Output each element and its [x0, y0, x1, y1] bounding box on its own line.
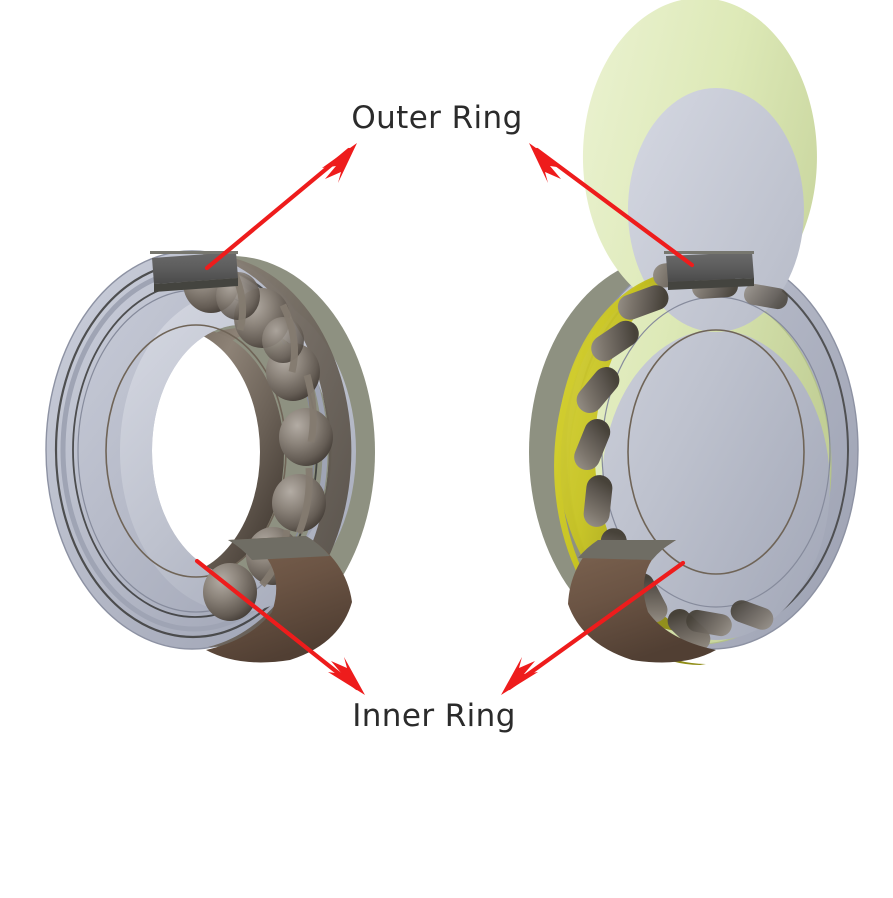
arrow-inner-ring-right: [501, 560, 686, 695]
left-cut-edge-top: [154, 278, 238, 292]
roller: [730, 600, 774, 630]
roller: [574, 419, 611, 471]
roller: [576, 367, 620, 413]
right-cut-edge-top: [668, 278, 754, 290]
annotation-arrows: [194, 143, 695, 695]
arrow-outer-ring-right: [529, 143, 695, 268]
right-cut-highlight-top: [664, 251, 754, 254]
ball: [279, 408, 333, 466]
arrow-shaft: [204, 147, 352, 271]
right-inner-ring-face: [601, 88, 830, 641]
right-cut-top-sliver: [578, 540, 676, 560]
arrow-head: [328, 657, 365, 695]
right-cut-face-bottom: [568, 540, 716, 663]
right-bearing-section-cut-bottom: [568, 540, 716, 663]
roller: [686, 609, 732, 637]
arrow-head: [501, 657, 538, 695]
arrow-shaft: [534, 147, 695, 268]
label-outer-ring: Outer Ring: [351, 100, 522, 136]
arrow-shaft: [194, 558, 360, 691]
left-bearing: [45, 250, 375, 663]
left-outer-ring-front-face: [46, 251, 338, 650]
arrow-shaft: [506, 560, 686, 691]
left-cut-top-sliver: [228, 536, 330, 560]
left-cut-highlight-top: [150, 251, 238, 254]
ball: [272, 474, 326, 532]
roller: [617, 285, 669, 320]
right-bearing: [529, 0, 859, 665]
right-inner-ring-bore-edge: [627, 329, 805, 575]
roller: [583, 475, 613, 527]
arrow-outer-ring-left: [204, 143, 357, 271]
label-inner-ring: Inner Ring: [352, 698, 516, 734]
roller: [667, 608, 711, 652]
left-ball-row: [183, 253, 333, 621]
arrow-head: [529, 143, 564, 183]
arrow-inner-ring-left: [194, 558, 365, 695]
right-bearing-cage: [554, 267, 706, 665]
right-cage-band-inner: [556, 270, 690, 632]
left-cut-face-bottom: [206, 536, 352, 663]
roller: [591, 320, 639, 362]
roller: [744, 283, 788, 310]
left-bearing-section-cut-bottom: [206, 536, 352, 663]
arrow-head: [322, 143, 357, 183]
